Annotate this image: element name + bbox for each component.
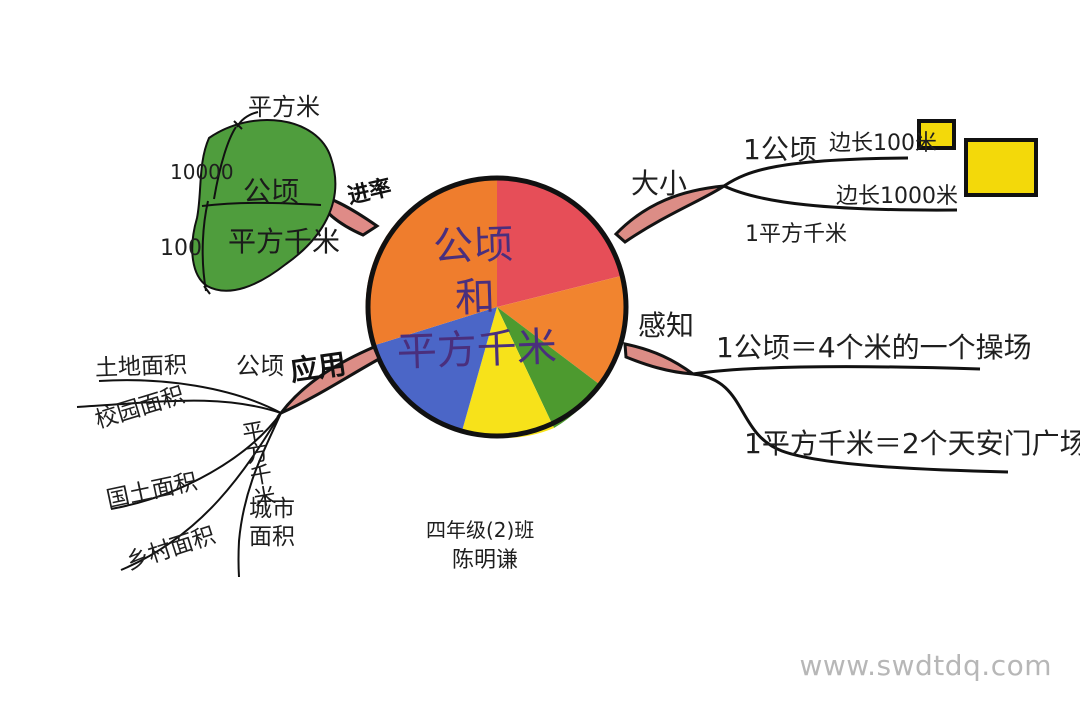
yingyong-tudi: 土地面积 (94, 352, 188, 382)
pie-slice-blue (372, 307, 497, 431)
daxiao-line-top (723, 156, 909, 188)
daxiao-pingfangqianmi: 1平方千米 (745, 222, 847, 247)
yingyong-line-bottom-vertical (237, 412, 282, 578)
leaf-text-bottom: 平方千米 (228, 225, 341, 258)
daxiao-line-bottom (723, 184, 958, 212)
leaf-shape (191, 119, 337, 292)
center-circle-outline (365, 175, 629, 439)
small-yellow-square (917, 119, 956, 150)
signature-class: 四年级(2)班 (426, 518, 535, 542)
branch-label-ganzhi: 感知 (638, 309, 695, 342)
yingyong-line-bottom-left (110, 412, 282, 510)
center-title-line-2: 和 (454, 274, 496, 322)
leaf-arrow-top-line (213, 126, 237, 200)
ganzhi-item-1: 1公顷＝4个米的一个操场 (716, 331, 1032, 364)
center-title-line-1: 公顷 (432, 221, 514, 271)
leaf-arrow-bottom-head (203, 285, 211, 295)
pie-slice-orange-right (497, 276, 625, 384)
branch-ganzhi-connector (623, 342, 699, 376)
pie-slice-orange-left (365, 176, 497, 346)
branch-label-yingyong: 应用 (288, 347, 349, 388)
branch-label-daxiao: 大小 (631, 167, 688, 200)
pie-slice-green (497, 307, 599, 428)
pie-slice-yellow (462, 307, 554, 439)
daxiao-qianmi-side: 边长1000米 (836, 184, 958, 209)
leaf-value-top: 10000 (170, 160, 234, 184)
ganzhi-item-2: 1平方千米＝2个天安门广场 (744, 427, 1080, 460)
ganzhi-line-top (692, 365, 981, 376)
leaf-value-bottom: 100 (160, 236, 202, 261)
yingyong-gongqing: 公顷 (236, 352, 284, 380)
leaf-midline (201, 201, 322, 207)
leaf-text-top: 公顷 (243, 175, 300, 208)
unit-label-square-meter: 平方米 (248, 93, 320, 121)
branch-yingyong-connector (276, 345, 381, 417)
ganzhi-line-bottom (692, 372, 1009, 474)
leaf-arrow-bottom-line (201, 200, 209, 292)
signature-student: 陈明谦 (452, 548, 519, 573)
yingyong-line-top-left-lower (76, 399, 282, 414)
leaf-top-label-connector (236, 111, 259, 128)
daxiao-gongqing: 1公顷 (743, 133, 817, 166)
yingyong-line-bottom-left-lower (120, 412, 282, 571)
yingyong-line-top-left (98, 379, 282, 414)
yingyong-chengshi: 城市面积 (249, 496, 295, 550)
large-yellow-square (964, 138, 1038, 197)
watermark-text: www.swdtdq.com (799, 649, 1052, 682)
daxiao-gongqing-side: 边长100米 (829, 131, 937, 156)
center-circle (365, 175, 629, 439)
center-title: 公顷 和 平方千米 (392, 217, 558, 378)
center-title-line-3: 平方千米 (396, 324, 558, 376)
pie-slice-red (497, 177, 621, 307)
